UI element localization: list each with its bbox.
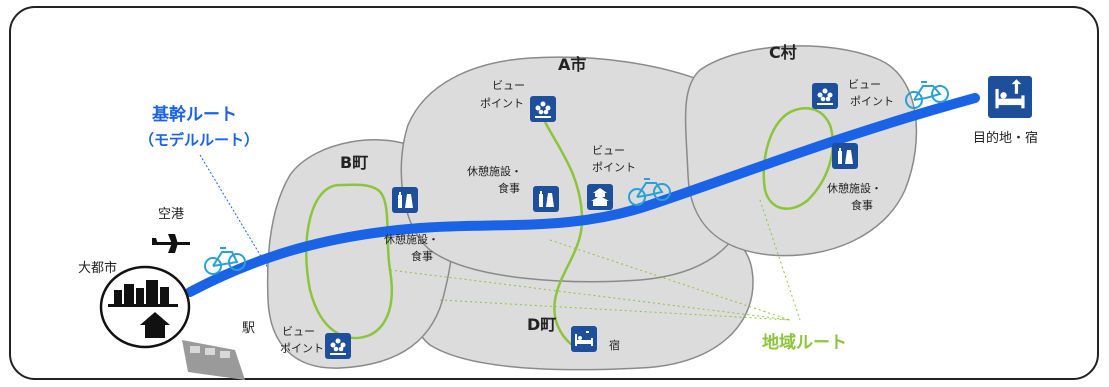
viewpoint-icon [325, 333, 351, 359]
lodging-icon [571, 326, 597, 352]
city-skyline-icon [108, 280, 178, 307]
main-route-leader [199, 154, 269, 269]
local-route-a-line [543, 121, 584, 346]
inn-label: 宿 [609, 339, 620, 352]
main-route-line [185, 93, 980, 297]
viewpoint-label-b: ビュー [282, 325, 315, 338]
area-label-b-town: B町 [340, 153, 369, 172]
local-route-leaders [389, 199, 801, 321]
viewpoint-label-castle: ビュー [592, 144, 625, 157]
home-icon [140, 312, 170, 338]
bicycle-icon [204, 247, 246, 275]
area-label-d-town: D町 [527, 315, 557, 334]
area-label-a-city: A市 [558, 55, 587, 74]
viewpoint-label-a: ビュー [492, 79, 525, 92]
destination-label: 目的地・宿 [973, 131, 1039, 146]
rest-label-a: 休憩施設・ [467, 165, 522, 178]
big-city-label: 大都市 [78, 261, 118, 276]
rest-label-b: 休憩施設・ [384, 233, 439, 246]
rest-label-a: 食事 [498, 182, 520, 195]
castle-viewpoint-icon [587, 184, 613, 210]
airport-label: 空港 [158, 207, 185, 222]
main-route-label: 基幹ルート [152, 105, 237, 125]
station-label: 駅 [242, 321, 256, 336]
rest-label-c: 休憩施設・ [827, 182, 882, 195]
local-route-label: 地域ルート [762, 333, 847, 353]
rest-dining-icon [533, 186, 559, 212]
local-route-c-loop [762, 107, 834, 210]
train-icon [182, 340, 245, 380]
bicycle-icon [628, 178, 671, 206]
rest-dining-icon [392, 187, 418, 213]
viewpoint-label-b: ポイント [280, 342, 324, 355]
viewpoint-label-c: ポイント [850, 95, 894, 108]
rest-label-b: 食事 [411, 250, 433, 263]
bicycle-icon [905, 81, 949, 109]
viewpoint-label-c: ビュー [848, 78, 881, 91]
viewpoint-icon [530, 96, 556, 122]
destination-lodging-icon [988, 76, 1032, 118]
viewpoint-label-castle: ポイント [592, 161, 636, 174]
area-label-c-village: C村 [769, 43, 797, 62]
main-route-sublabel: （モデルルート） [139, 131, 260, 149]
viewpoint-label-a: ポイント [480, 97, 524, 110]
rest-dining-icon [832, 143, 858, 169]
rest-label-c: 食事 [851, 199, 873, 212]
airplane-icon [152, 234, 190, 253]
viewpoint-icon [812, 83, 838, 109]
map-frame [9, 6, 1099, 380]
